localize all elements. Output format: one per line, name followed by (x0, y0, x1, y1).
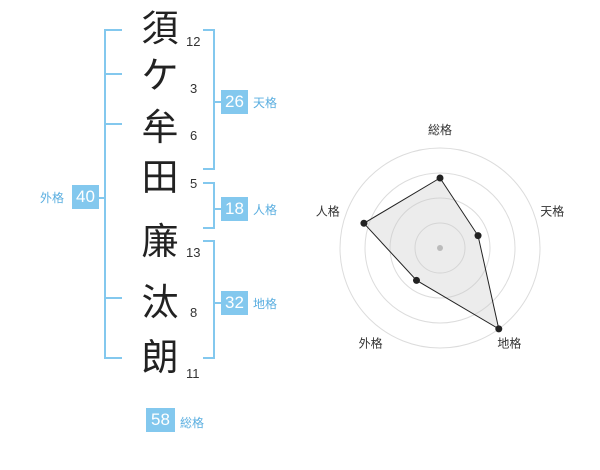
tenkaku-connector (213, 101, 222, 103)
stroke-count-1: 12 (186, 34, 201, 49)
radar-ring-1 (414, 222, 466, 274)
radar-ring-3 (364, 172, 516, 324)
chikaku-bracket-line (213, 240, 215, 359)
stroke-count-4: 5 (190, 176, 198, 191)
gaikaku-value: 40 (72, 185, 99, 209)
gaikaku-bracket-line (104, 29, 106, 359)
radar-axis-label-2: 天格 (540, 204, 564, 219)
soukaku-value: 58 (146, 408, 175, 432)
radar-ring-4 (339, 147, 541, 349)
name-char-6: 汰 (141, 281, 179, 324)
radar-point-2 (474, 232, 482, 240)
name-char-1: 須 (141, 7, 179, 50)
tenkaku-value: 26 (221, 90, 248, 114)
radar-axis-label-1: 総格 (428, 122, 452, 137)
radar-point-5 (360, 219, 368, 227)
stroke-count-5: 13 (186, 245, 201, 260)
name-char-3: 牟 (141, 106, 179, 149)
gaikaku-bracket-tick-2 (104, 123, 122, 125)
chikaku-connector (213, 302, 222, 304)
radar-axis-label-5: 人格 (316, 204, 340, 219)
stroke-count-2: 3 (190, 81, 198, 96)
gaikaku-bracket-bottom (104, 357, 122, 359)
name-char-4: 田 (141, 156, 179, 199)
name-char-2: ケ (141, 54, 179, 97)
gaikaku-bracket-tick-3 (104, 297, 122, 299)
radar-axis-label-3: 地格 (497, 335, 521, 350)
radar-point-3 (495, 325, 503, 333)
radar-ring-2 (389, 197, 491, 299)
tenkaku-bracket-bottom (203, 168, 215, 170)
jinkaku-bracket-bottom (203, 227, 215, 229)
radar-axis-label-4: 外格 (359, 335, 383, 350)
gaikaku-bracket-top (104, 29, 122, 31)
stroke-count-7: 11 (186, 366, 200, 381)
gaikaku-connector (97, 197, 106, 199)
chikaku-bracket-bottom (203, 357, 215, 359)
tenkaku-bracket-top (203, 29, 215, 31)
stroke-count-6: 8 (190, 305, 198, 320)
name-char-5: 廉 (141, 220, 179, 263)
tenkaku-bracket-line (213, 29, 215, 170)
jinkaku-bracket-line (213, 182, 215, 229)
radar-area (363, 177, 500, 330)
soukaku-label: 総格 (180, 416, 205, 430)
gaikaku-bracket-tick-1 (104, 73, 122, 75)
radar-point-1 (436, 174, 444, 182)
chikaku-label: 地格 (253, 297, 278, 311)
jinkaku-value: 18 (221, 197, 248, 221)
radar-center (437, 245, 443, 251)
jinkaku-bracket-top (203, 182, 215, 184)
chikaku-bracket-top (203, 240, 215, 242)
jinkaku-connector (213, 208, 222, 210)
name-char-7: 朗 (141, 336, 179, 379)
radar-point-4 (412, 276, 420, 284)
tenkaku-label: 天格 (253, 96, 278, 110)
gaikaku-label: 外格 (40, 191, 65, 205)
stroke-count-3: 6 (190, 128, 198, 143)
chikaku-value: 32 (221, 291, 248, 315)
jinkaku-label: 人格 (253, 203, 278, 217)
